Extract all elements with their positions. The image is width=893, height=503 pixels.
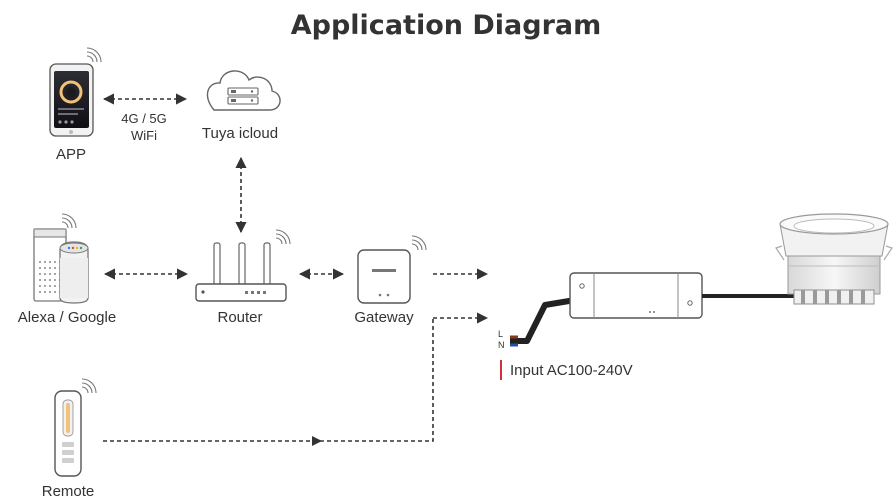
- app-label: APP: [56, 146, 86, 163]
- wifi-icon: [275, 229, 291, 245]
- wifi-icon: [81, 378, 97, 394]
- link-label-network: 4G / 5G: [121, 111, 167, 126]
- diagram-title: Application Diagram: [291, 10, 602, 41]
- alexa-google-label: Alexa / Google: [18, 309, 116, 326]
- smart-speaker-icon: [33, 228, 89, 304]
- terminal-l-label: L: [498, 329, 503, 339]
- gateway-label: Gateway: [354, 309, 414, 326]
- input-voltage-label: Input AC100-240V: [510, 362, 633, 379]
- input-wires: [510, 297, 576, 347]
- wifi-icon: [86, 47, 102, 63]
- driver-icon: [569, 272, 703, 319]
- wifi-icon: [61, 213, 77, 229]
- cloud-icon: [206, 70, 281, 111]
- phone-icon: [49, 63, 94, 137]
- gateway-icon: [357, 249, 411, 304]
- router-icon: [195, 242, 287, 302]
- link-label-wifi: WiFi: [131, 128, 157, 143]
- connector-remote-driver: [103, 312, 489, 446]
- cloud-label: Tuya icloud: [202, 125, 278, 142]
- wifi-icon: [411, 235, 427, 251]
- terminal-n-label: N: [498, 340, 505, 350]
- downlight-icon: [775, 213, 893, 305]
- remote-icon: [54, 390, 82, 477]
- remote-label: Remote: [42, 483, 95, 500]
- router-label: Router: [217, 309, 262, 326]
